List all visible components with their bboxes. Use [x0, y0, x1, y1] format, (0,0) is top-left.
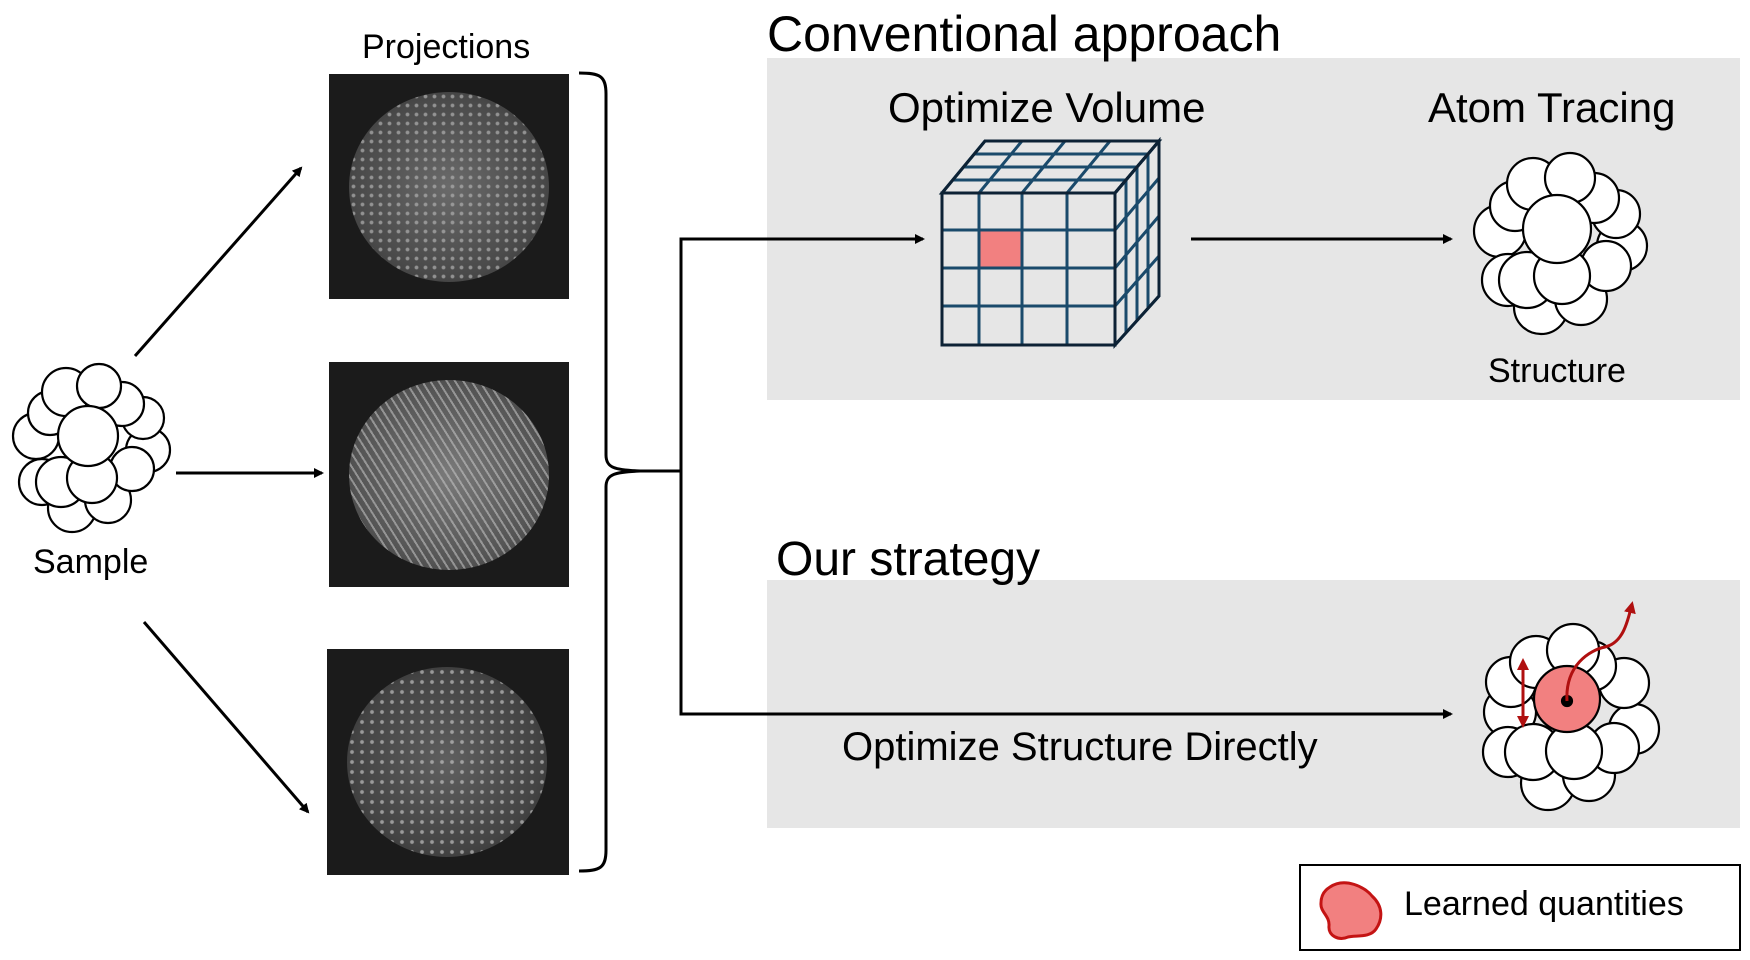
optimize-volume-label: Optimize Volume	[888, 84, 1206, 131]
optimize-structure-directly-label: Optimize Structure Directly	[842, 725, 1318, 769]
particle-disk	[349, 380, 549, 570]
optimized-structure-cluster	[1481, 622, 1661, 812]
sample-label: Sample	[33, 543, 149, 581]
learned-voxel	[979, 230, 1022, 268]
learned-trajectory-arrow	[1565, 601, 1636, 702]
volume-grid-cube	[938, 136, 1163, 349]
particle-disk	[347, 667, 547, 857]
legend-label: Learned quantities	[1404, 885, 1684, 923]
particle-disk	[349, 92, 549, 282]
atom-tracing-label: Atom Tracing	[1428, 84, 1676, 131]
arrow-to-projection-1	[133, 166, 303, 357]
our-strategy-title: Our strategy	[776, 533, 1041, 586]
sample-atom-cluster	[11, 362, 172, 534]
projection-image-3	[327, 649, 569, 875]
learned-quantity-blob-icon	[1319, 881, 1383, 940]
projection-image-2	[329, 362, 569, 587]
traced-structure-cluster	[1472, 151, 1649, 336]
branch-to-structure	[679, 471, 1453, 719]
branch-to-volume	[679, 234, 925, 471]
projections-label: Projections	[362, 28, 531, 66]
conventional-approach-title: Conventional approach	[767, 6, 1282, 62]
structure-label: Structure	[1488, 352, 1626, 390]
arrow-to-projection-3	[142, 621, 310, 814]
projections-brace	[578, 71, 641, 873]
projection-image-1	[329, 74, 569, 299]
